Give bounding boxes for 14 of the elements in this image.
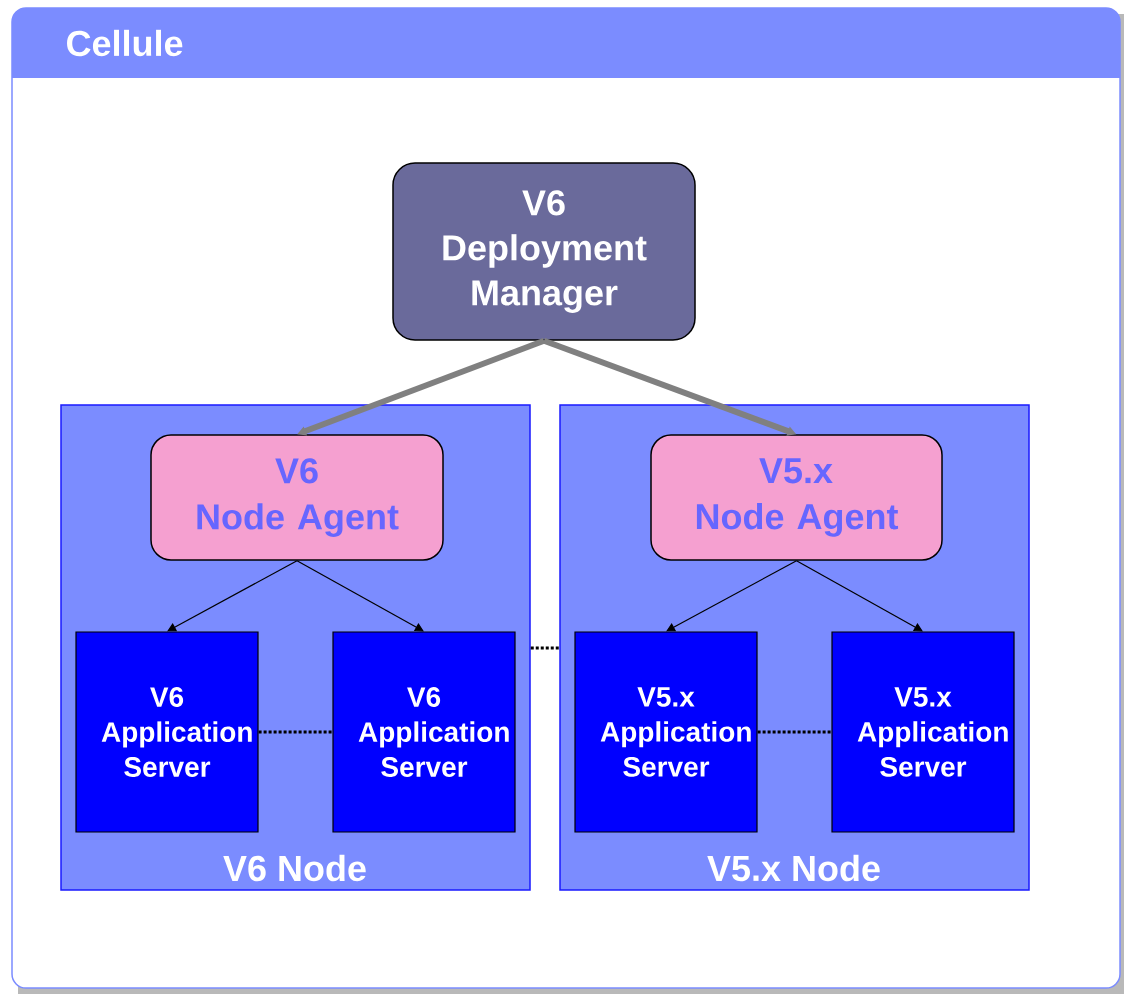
agent-box: V5.x Node Agent [650,434,943,561]
arrow [666,560,798,632]
agent-box: V6 Node Agent [150,434,444,561]
arrow [167,560,298,632]
dotted-connector [757,730,832,734]
arrow [296,560,424,632]
server-box: V6 Application Server [332,631,516,833]
arrow [795,560,923,632]
dotted-connector [258,730,333,734]
dotted-connector [530,646,560,650]
server-box: V5.x Application Server [574,631,758,833]
server-box: V5.x Application Server [831,631,1015,833]
manager-box: V6 Deployment Manager [392,162,696,341]
server-box: V6 Application Server [75,631,259,833]
